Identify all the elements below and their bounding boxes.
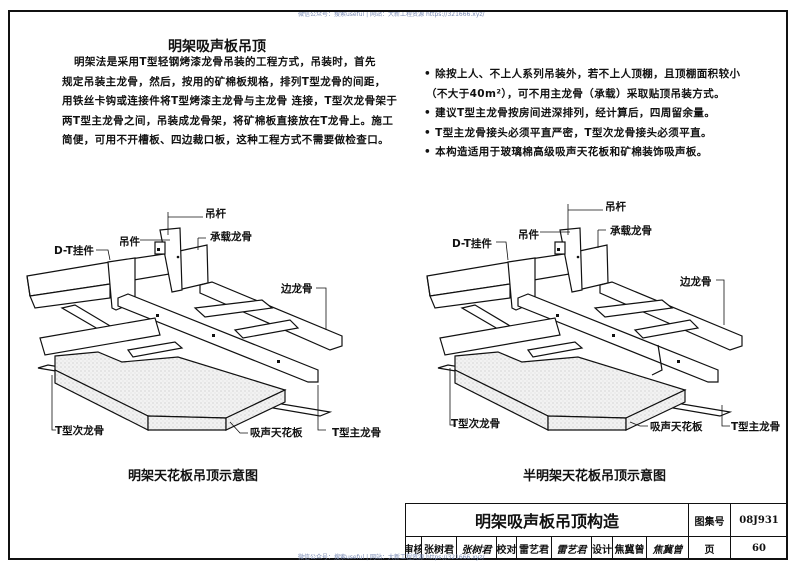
- check-label: 校对: [497, 537, 517, 559]
- drawing-title: 明架吸声板吊顶构造: [406, 504, 689, 537]
- designer-name: 焦冀曾: [613, 537, 647, 559]
- intro-line: 用铁丝卡钩或连接件将T型烤漆主龙骨与主龙骨 连接，T型次龙骨架于: [62, 95, 398, 107]
- note-item: • T型主龙骨接头必须平直严密，T型次龙骨接头必须平直。: [424, 126, 712, 139]
- caption-right: 半明架天花板吊顶示意图: [523, 469, 667, 484]
- label-dt-clip: D-T挂件: [452, 238, 492, 250]
- label-carrying-channel: 承载龙骨: [610, 225, 652, 237]
- atlas-no-label: 图集号: [689, 504, 731, 537]
- reviewer-signature: 张树君: [457, 537, 497, 559]
- leader-lines: [51, 212, 327, 434]
- ceiling-assembly-drawing: [426, 227, 743, 431]
- intro-line: 简便，可用不开槽板、四边裁口板，这种工程方式不需要做检查口。: [62, 134, 389, 146]
- notes-list: • 除按上人、不上人系列吊装外，若不上人顶棚，且顶棚面积较小 （不大于40m²）…: [424, 65, 784, 163]
- label-hanger-rod: 吊杆: [205, 208, 226, 220]
- label-hanger: 吊件: [119, 236, 140, 248]
- drawing-frame: [8, 10, 788, 560]
- label-edge-runner: 边龙骨: [281, 283, 313, 295]
- watermark-bottom: 微信公众号：搜索useful | 网站：大新工程资源 https://32166…: [298, 554, 485, 561]
- note-item: • 本构造适用于玻璃棉高级吸声天花板和矿棉装饰吸声板。: [424, 146, 708, 158]
- intro-line: 两T型主龙骨之间，吊装成龙骨架，将矿棉板直接放在T龙骨上。施工: [62, 114, 394, 127]
- intro-line: 明架法是采用T型轻钢烤漆龙骨吊装的工程方式，吊装时，首先: [74, 56, 376, 68]
- intro-line: 规定吊装主龙骨，然后，按用的矿棉板规格，排列T型龙骨的间距，: [62, 75, 386, 88]
- reviewer-name: 张树君: [422, 537, 457, 559]
- checker-signature: 雷艺君: [552, 537, 592, 559]
- checker-name: 雷艺君: [517, 537, 552, 559]
- review-label: 审核: [406, 537, 422, 559]
- note-item-cont: （不大于40m²），可不用主龙骨（承载）采取贴顶吊装方式。: [426, 87, 726, 100]
- page-number: 60: [752, 542, 766, 554]
- label-hanger-rod: 吊杆: [605, 201, 626, 213]
- exposed-grid-ceiling-drawing: [26, 212, 343, 434]
- designer-signature: 焦冀曾: [647, 537, 689, 559]
- ceiling-assembly-drawing: [26, 227, 343, 431]
- note-text: 建议T型主龙骨按房间进深排列，经计算后，四周留余量。: [435, 107, 716, 119]
- label-hanger: 吊件: [518, 229, 539, 241]
- section-title: 明架吸声板吊顶: [168, 39, 266, 55]
- label-main-tee: T型主龙骨: [332, 427, 382, 439]
- page-label: 页: [689, 537, 731, 559]
- atlas-no: 08J931: [731, 504, 787, 537]
- note-item: • 除按上人、不上人系列吊装外，若不上人顶棚，且顶棚面积较小: [424, 68, 741, 80]
- design-label: 设计: [592, 537, 613, 559]
- label-carrying-channel: 承载龙骨: [210, 231, 252, 243]
- note-item: • 建议T型主龙骨按房间进深排列，经计算后，四周留余量。: [424, 107, 716, 119]
- label-acoustic-panel: 吸声天花板: [250, 427, 303, 439]
- label-cross-tee: T型次龙骨: [55, 425, 105, 437]
- label-acoustic-panel: 吸声天花板: [650, 421, 703, 433]
- note-text: 除按上人、不上人系列吊装外，若不上人顶棚，且顶棚面积较小: [435, 68, 741, 80]
- label-main-tee: T型主龙骨: [731, 421, 781, 433]
- label-cross-tee: T型次龙骨: [451, 418, 501, 430]
- title-block: 明架吸声板吊顶构造 图集号 08J931 审核 张树君 张树君 校对 雷艺君 雷…: [405, 503, 788, 560]
- note-text: 本构造适用于玻璃棉高级吸声天花板和矿棉装饰吸声板。: [435, 146, 708, 158]
- caption-left: 明架天花板吊顶示意图: [128, 469, 259, 484]
- note-text: T型主龙骨接头必须平直严密，T型次龙骨接头必须平直。: [435, 126, 712, 139]
- label-dt-clip: D-T挂件: [54, 245, 94, 257]
- leader-lines: [449, 204, 730, 427]
- semi-exposed-grid-ceiling-drawing: [426, 204, 743, 431]
- watermark-top: 微信公众号：搜索useful | 网站：大新工程资源 https://32166…: [298, 11, 485, 18]
- intro-paragraph: 明架法是采用T型轻钢烤漆龙骨吊装的工程方式，吊装时，首先 规定吊装主龙骨，然后，…: [62, 53, 402, 151]
- label-edge-runner: 边龙骨: [680, 276, 712, 288]
